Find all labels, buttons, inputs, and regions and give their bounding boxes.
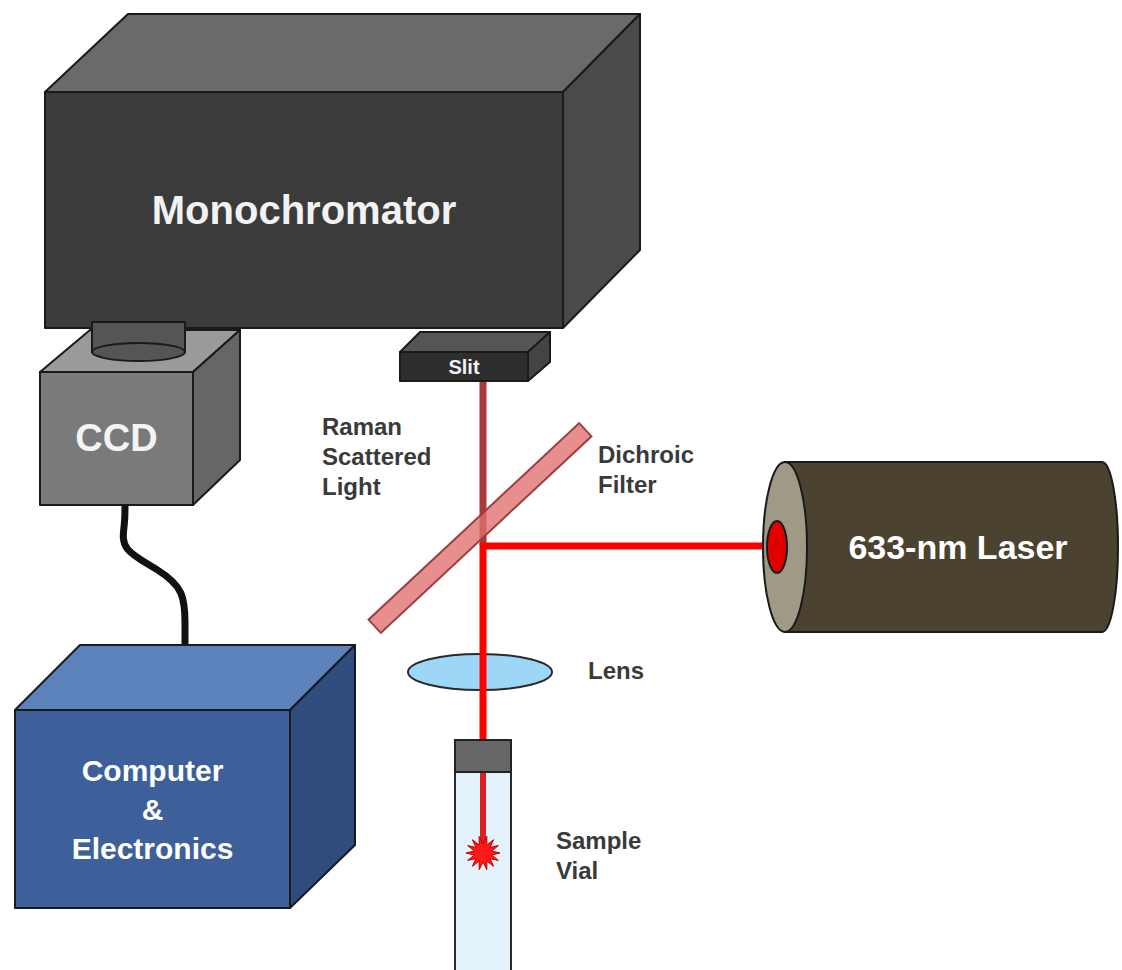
- node-outline: [45, 14, 640, 328]
- scattering-spot: [466, 836, 500, 869]
- node-outline: [15, 645, 355, 908]
- laser-face: [763, 462, 807, 632]
- part-label: Sample Vial: [556, 826, 666, 886]
- monochromator-box: Monochromator: [45, 14, 640, 328]
- coupling-tube-end: [92, 343, 185, 361]
- node-label: Slit: [448, 356, 479, 378]
- node-outline: [40, 322, 240, 505]
- top-face: [400, 332, 550, 352]
- node-label: CCD: [75, 416, 157, 462]
- dichroic-filter-shape: [369, 423, 592, 633]
- node-label: 633-nm Laser: [848, 527, 1067, 568]
- part-label: Lens: [588, 656, 678, 686]
- laser-cylinder: 633-nm Laser: [762, 460, 1120, 636]
- node-label: Computer & Electronics: [70, 751, 236, 868]
- text-area: Monochromator: [45, 92, 563, 328]
- slit-box: Slit: [400, 332, 550, 381]
- vial-body: [455, 742, 511, 970]
- top-face: [45, 14, 640, 92]
- text-area: CCD: [40, 372, 193, 505]
- laser-body: [785, 462, 1118, 632]
- front-face: [15, 710, 290, 908]
- front-face: [45, 92, 563, 328]
- laser-aperture: [767, 521, 787, 573]
- cable-connector: [123, 505, 185, 645]
- coupling-tube: [92, 322, 185, 352]
- text-area: 633-nm Laser: [812, 462, 1104, 632]
- front-face: [400, 352, 528, 381]
- laser-beam: [480, 543, 786, 550]
- laser-beam: [480, 543, 487, 742]
- vial-cap: [455, 740, 511, 772]
- ccd-box: CCD: [40, 322, 240, 505]
- side-face: [528, 332, 550, 381]
- beam-label: Raman Scattered Light: [322, 412, 472, 502]
- beam-in-sample: [480, 772, 486, 848]
- side-face: [563, 14, 640, 328]
- node-outline: [400, 332, 550, 381]
- top-face: [15, 645, 355, 710]
- part-label: Dichroic Filter: [598, 440, 738, 500]
- side-face: [290, 645, 355, 908]
- text-area: Slit: [400, 352, 528, 381]
- node-outline: [762, 460, 1120, 636]
- top-face: [40, 330, 240, 372]
- text-area: Computer & Electronics: [15, 710, 290, 908]
- front-face: [40, 372, 193, 505]
- dichroic-filter-plate: [369, 423, 592, 633]
- node-label: Monochromator: [152, 186, 456, 234]
- side-face: [193, 330, 240, 505]
- computer-box: Computer & Electronics: [15, 645, 355, 908]
